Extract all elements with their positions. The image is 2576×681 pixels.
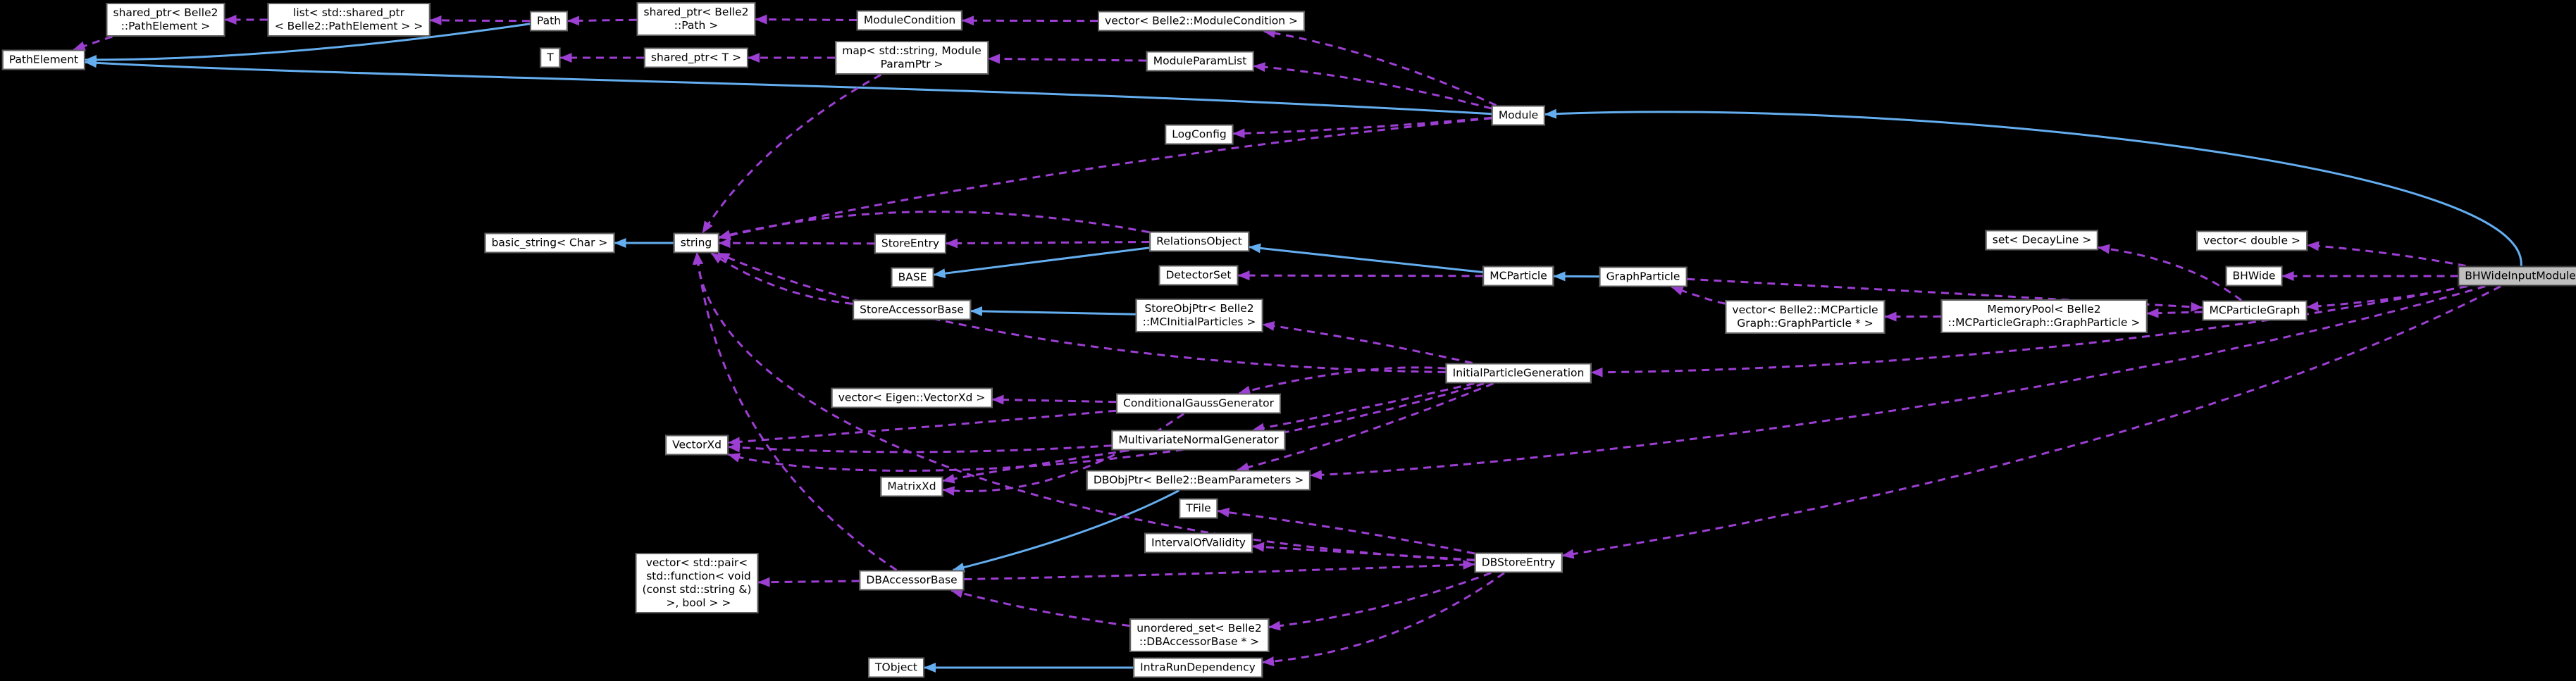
edge-db-store-entry-to-string bbox=[692, 252, 1475, 562]
edge-module-param-list-to-map-module-param bbox=[988, 54, 1146, 64]
edge-db-store-entry-to-tfile bbox=[1217, 507, 1475, 555]
edge-mc-particle-graph-to-memory-pool bbox=[2146, 308, 2203, 318]
edge-multivariate-normal-to-matrixxd bbox=[942, 449, 1129, 484]
edge-module-to-string bbox=[718, 117, 1492, 241]
edge-sp-path-element-to-path-element bbox=[73, 35, 113, 51]
node-vec-eigen-vectorxd[interactable]: vector< Eigen::VectorXd > bbox=[831, 387, 993, 408]
node-db-accessor-base[interactable]: DBAccessorBase bbox=[859, 570, 965, 591]
edge-db-accessor-base-to-vec-pair-function bbox=[757, 577, 860, 587]
node-vec-module-condition[interactable]: vector< Belle2::ModuleCondition > bbox=[1098, 11, 1305, 32]
edge-relations-object-to-store-entry bbox=[946, 238, 1150, 249]
edge-db-obj-ptr-to-db-accessor-base bbox=[952, 489, 1179, 573]
edge-db-accessor-base-to-db-store-entry bbox=[964, 559, 1475, 581]
node-store-obj-ptr[interactable]: StoreObjPtr< Belle2 ::MCInitialParticles… bbox=[1135, 299, 1263, 332]
edge-vec-graph-particle-ptr-to-graph-particle bbox=[1671, 286, 1726, 305]
edge-path-to-list-sp-path-element bbox=[429, 15, 531, 25]
edge-bhwide-input-module-to-db-store-entry bbox=[1561, 285, 2501, 559]
node-unordered-set[interactable]: unordered_set< Belle2 ::DBAccessorBase *… bbox=[1129, 618, 1269, 652]
edge-store-obj-ptr-to-store-accessor-base bbox=[970, 306, 1136, 316]
edge-path-to-path-element bbox=[85, 23, 531, 65]
edge-bhwide-input-module-to-db-obj-ptr bbox=[1310, 285, 2486, 480]
node-module[interactable]: Module bbox=[1491, 105, 1546, 126]
edge-mc-particle-to-relations-object bbox=[1249, 243, 1483, 274]
edge-db-accessor-base-to-string bbox=[693, 252, 898, 571]
node-module-condition[interactable]: ModuleCondition bbox=[856, 10, 963, 31]
edge-bhwide-input-module-to-initial-particle-generation bbox=[1590, 285, 2467, 377]
edge-initial-particle-generation-to-vectorxd bbox=[728, 382, 1485, 472]
node-path[interactable]: Path bbox=[529, 11, 569, 32]
node-memory-pool[interactable]: MemoryPool< Belle2 ::MCParticleGraph::Gr… bbox=[1940, 299, 2148, 333]
node-map-module-param[interactable]: map< std::string, Module ParamPtr > bbox=[835, 41, 989, 75]
edge-conditional-gauss-to-matrixxd bbox=[942, 413, 1184, 496]
edge-db-store-entry-to-interval-of-validity bbox=[1252, 542, 1475, 561]
edge-initial-particle-generation-to-db-obj-ptr bbox=[1237, 382, 1494, 473]
node-basic-string[interactable]: basic_string< Char > bbox=[484, 232, 615, 254]
node-conditional-gauss[interactable]: ConditionalGaussGenerator bbox=[1116, 393, 1281, 414]
node-vec-double[interactable]: vector< double > bbox=[2196, 230, 2308, 251]
edge-initial-particle-generation-to-store-obj-ptr bbox=[1262, 320, 1473, 364]
node-tfile[interactable]: TFile bbox=[1179, 498, 1218, 519]
node-db-store-entry[interactable]: DBStoreEntry bbox=[1474, 552, 1563, 573]
node-multivariate-normal[interactable]: MultivariateNormalGenerator bbox=[1111, 430, 1286, 451]
node-vectorxd[interactable]: VectorXd bbox=[665, 435, 729, 456]
node-t[interactable]: T bbox=[540, 47, 561, 68]
node-module-param-list[interactable]: ModuleParamList bbox=[1146, 51, 1254, 72]
edge-unordered-set-to-db-accessor-base bbox=[950, 588, 1130, 627]
edge-store-entry-to-string bbox=[718, 238, 875, 249]
edge-bhwide-input-module-to-vec-double bbox=[2307, 241, 2466, 267]
edge-conditional-gauss-to-vec-eigen-vectorxd bbox=[991, 394, 1117, 405]
node-vec-pair-function[interactable]: vector< std::pair< std::function< void (… bbox=[635, 553, 759, 613]
edge-initial-particle-generation-to-string bbox=[717, 252, 1446, 373]
node-relations-object[interactable]: RelationsObject bbox=[1149, 231, 1249, 252]
edge-relations-object-to-string bbox=[718, 211, 1150, 239]
edge-initial-particle-generation-to-multivariate-normal bbox=[1252, 382, 1475, 433]
node-list-sp-path-element[interactable]: list< std::shared_ptr < Belle2::PathElem… bbox=[267, 3, 431, 37]
edge-mc-particle-to-detector-set bbox=[1237, 270, 1483, 281]
node-set-decay-line[interactable]: set< DecayLine > bbox=[1985, 230, 2099, 251]
node-mc-particle-graph[interactable]: MCParticleGraph bbox=[2202, 300, 2308, 321]
edge-relations-object-to-base bbox=[933, 246, 1150, 279]
node-base[interactable]: BASE bbox=[891, 267, 934, 288]
node-mc-particle[interactable]: MCParticle bbox=[1482, 265, 1554, 287]
node-intra-run-dependency[interactable]: IntraRunDependency bbox=[1133, 657, 1263, 678]
edge-multivariate-normal-to-vectorxd bbox=[728, 442, 1112, 454]
edge-db-store-entry-to-intra-run-dependency bbox=[1262, 572, 1505, 667]
edge-module-to-module-param-list bbox=[1253, 62, 1492, 110]
edge-db-store-entry-to-unordered-set bbox=[1268, 572, 1492, 631]
node-string[interactable]: string bbox=[673, 232, 719, 254]
node-matrixxd[interactable]: MatrixXd bbox=[880, 476, 943, 497]
node-path-element[interactable]: PathElement bbox=[1, 49, 86, 70]
edge-map-module-param-to-string bbox=[701, 73, 882, 234]
node-sp-t[interactable]: shared_ptr< T > bbox=[643, 47, 749, 68]
node-log-config[interactable]: LogConfig bbox=[1165, 124, 1234, 145]
node-bhwide-input-module[interactable]: BHWideInputModule bbox=[2458, 265, 2576, 287]
node-interval-of-validity[interactable]: IntervalOfValidity bbox=[1144, 532, 1253, 554]
node-bhwide[interactable]: BHWide bbox=[2225, 265, 2283, 287]
edge-store-accessor-base-to-string bbox=[710, 252, 853, 305]
node-sp-path[interactable]: shared_ptr< Belle2 ::Path > bbox=[636, 2, 756, 36]
edge-module-to-path-element bbox=[85, 58, 1492, 115]
edge-mc-particle-graph-to-set-decay-line bbox=[2098, 244, 2243, 301]
edge-graph-particle-to-mc-particle-graph bbox=[1687, 277, 2203, 312]
node-detector-set[interactable]: DetectorSet bbox=[1158, 265, 1239, 286]
node-vec-graph-particle-ptr[interactable]: vector< Belle2::MCParticle Graph::GraphP… bbox=[1725, 300, 1885, 334]
edge-module-to-vec-module-condition bbox=[1263, 28, 1497, 106]
edge-initial-particle-generation-to-conditional-gauss bbox=[1238, 366, 1446, 396]
node-initial-particle-generation[interactable]: InitialParticleGeneration bbox=[1445, 363, 1592, 384]
node-sp-path-element[interactable]: shared_ptr< Belle2 ::PathElement > bbox=[106, 3, 225, 37]
edge-conditional-gauss-to-vectorxd bbox=[728, 409, 1117, 447]
node-graph-particle[interactable]: GraphParticle bbox=[1599, 266, 1688, 287]
edge-bhwide-input-module-to-mc-particle-graph bbox=[2306, 285, 2467, 311]
node-tobject[interactable]: TObject bbox=[868, 657, 924, 678]
node-db-obj-ptr[interactable]: DBObjPtr< Belle2::BeamParameters > bbox=[1086, 470, 1311, 491]
node-store-accessor-base[interactable]: StoreAccessorBase bbox=[853, 299, 971, 320]
edge-module-to-log-config bbox=[1232, 116, 1492, 139]
edge-bhwide-input-module-to-module bbox=[1544, 108, 2522, 266]
node-store-entry[interactable]: StoreEntry bbox=[874, 233, 947, 254]
